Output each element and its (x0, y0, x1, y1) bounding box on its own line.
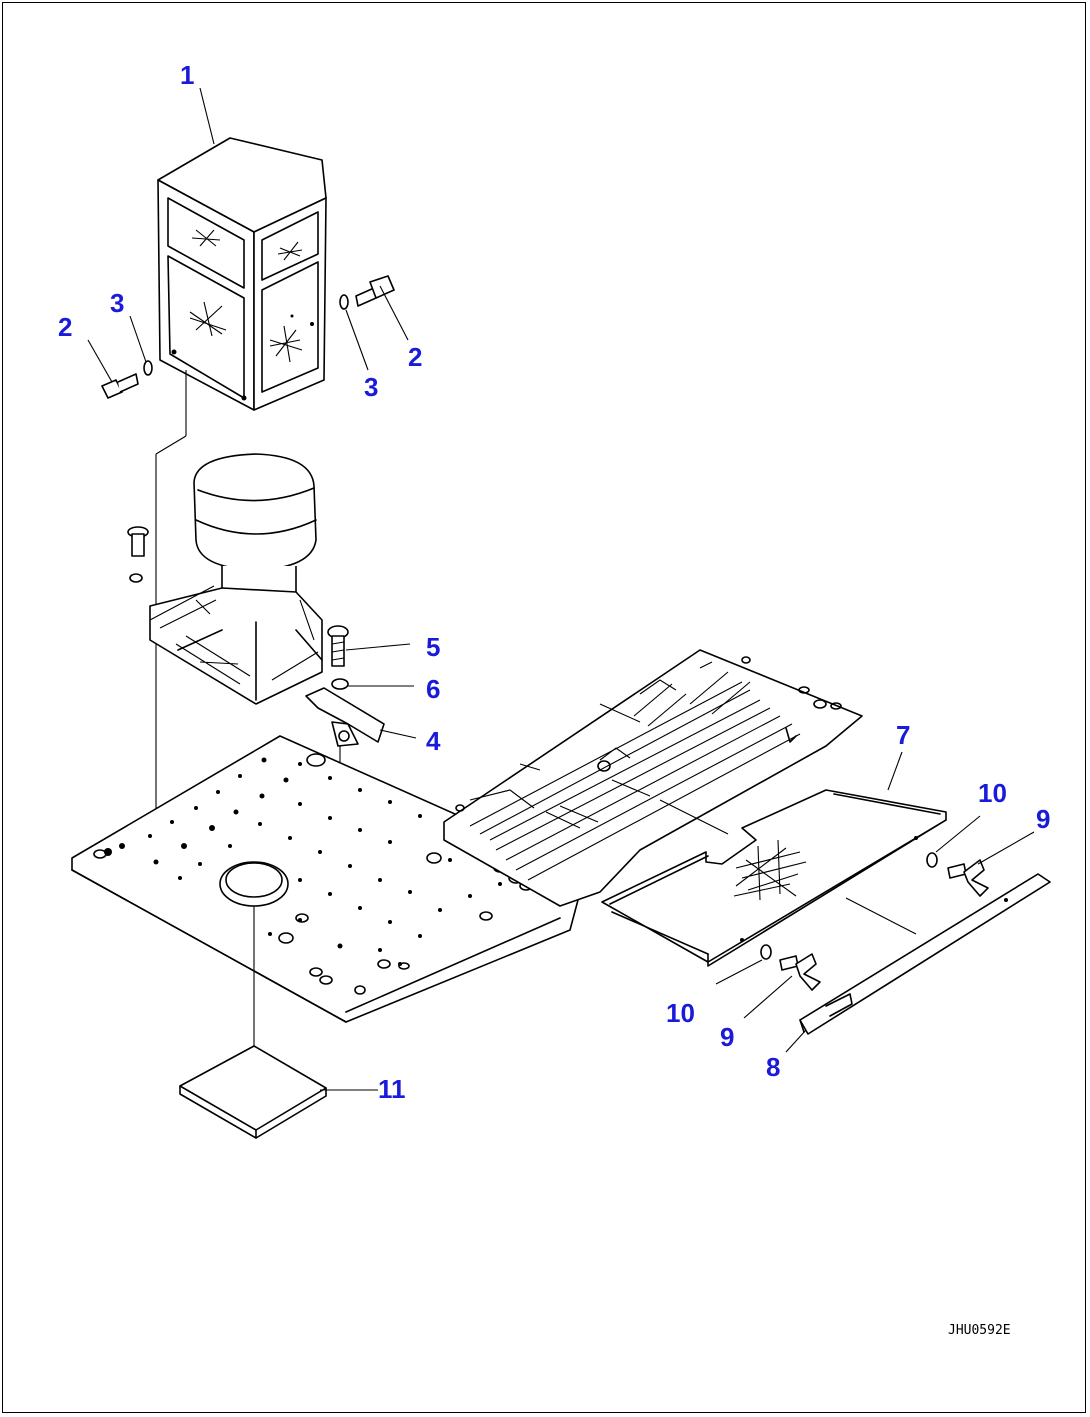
bracket-4 (305, 687, 385, 747)
rod-8 (799, 873, 1051, 1035)
callout-4: 4 (426, 726, 441, 756)
washer-10b (760, 944, 772, 960)
cover-plate-7 (601, 789, 947, 967)
drawing-id: JHU0592E (948, 1323, 1011, 1338)
callout-6: 6 (426, 674, 440, 704)
callout-8: 8 (766, 1052, 780, 1082)
washer-10a (926, 852, 938, 868)
pad-11 (179, 1045, 327, 1139)
callout-5: 5 (426, 632, 440, 662)
callout-10a: 10 (978, 778, 1007, 808)
callout-3b: 3 (364, 372, 378, 402)
bolt-cleaner (127, 526, 149, 583)
pre-cleaner (149, 453, 323, 705)
cover-box (157, 137, 327, 411)
callout-2a: 2 (58, 312, 72, 342)
floor-plate (71, 735, 595, 1023)
bolt-right (339, 275, 395, 310)
callout-9b: 9 (720, 1022, 734, 1052)
washer-6 (331, 678, 349, 690)
bolt-5 (327, 625, 349, 667)
callout-10b: 10 (666, 998, 695, 1028)
wing-bolt-9b (779, 953, 821, 991)
callout-11: 11 (378, 1074, 406, 1104)
step-deck (443, 649, 863, 907)
callout-7: 7 (896, 720, 910, 750)
wing-bolt-9a (947, 859, 989, 897)
callout-9a: 9 (1036, 804, 1050, 834)
bolt-left (101, 360, 153, 399)
callout-2b: 2 (408, 342, 422, 372)
callout-3a: 3 (110, 288, 124, 318)
callout-1a: 1 (180, 60, 194, 90)
